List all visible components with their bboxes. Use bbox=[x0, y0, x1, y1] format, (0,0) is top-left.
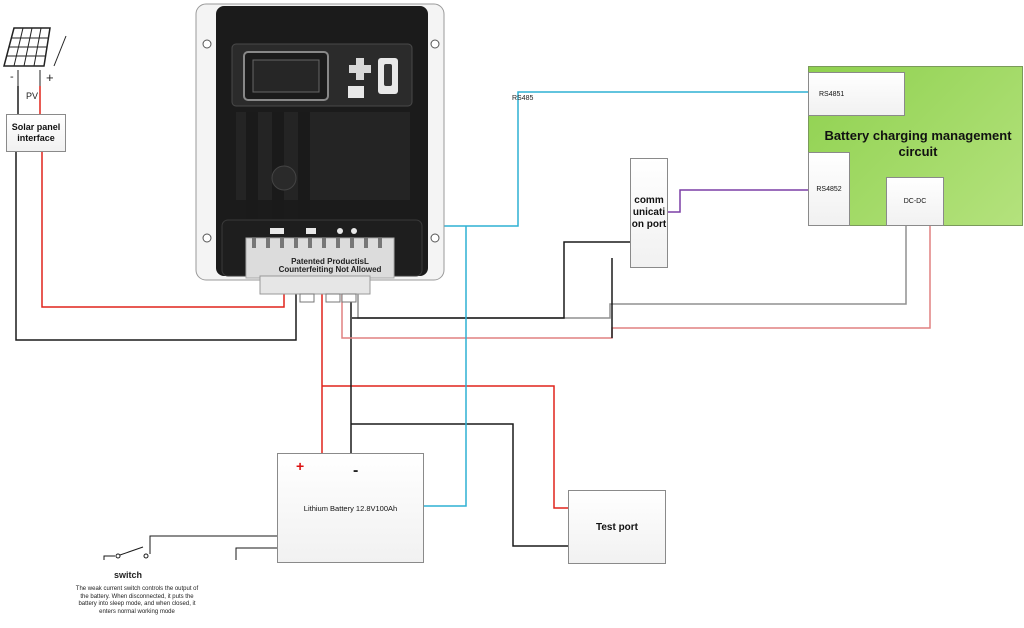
svg-text:-: - bbox=[10, 71, 14, 83]
wires bbox=[15, 86, 931, 560]
bms-title: Battery charging management circuit bbox=[824, 128, 1012, 159]
switch-icon bbox=[115, 546, 149, 559]
battery-plus-label: + bbox=[296, 458, 305, 474]
communication-port-box: comm unicati on port bbox=[630, 158, 668, 268]
rs4852-box: RS4852 bbox=[808, 152, 850, 226]
battery-minus-label: - bbox=[353, 462, 359, 479]
switch-label: switch bbox=[114, 570, 143, 580]
rs4851-box: RS4851 bbox=[808, 72, 905, 116]
svg-text:+: + bbox=[46, 70, 54, 85]
lithium-battery-box: Lithium Battery 12.8V100Ah bbox=[277, 453, 424, 563]
charge-controller-icon bbox=[195, 3, 445, 303]
solar-panel-icon: - + bbox=[3, 27, 67, 86]
solar-panel-interface-box: Solar panel interface bbox=[6, 114, 66, 152]
controller-notice-line1: Patented ProductisL bbox=[291, 257, 369, 266]
test-port-box: Test port bbox=[568, 490, 666, 564]
pv-label: PV bbox=[26, 91, 39, 101]
dcdc-box: DC-DC bbox=[886, 177, 944, 226]
switch-description: The weak current switch controls the out… bbox=[75, 586, 199, 615]
rs485-label: RS485 bbox=[512, 95, 534, 102]
controller-notice-line2: Counterfeiting Not Allowed bbox=[278, 265, 382, 274]
